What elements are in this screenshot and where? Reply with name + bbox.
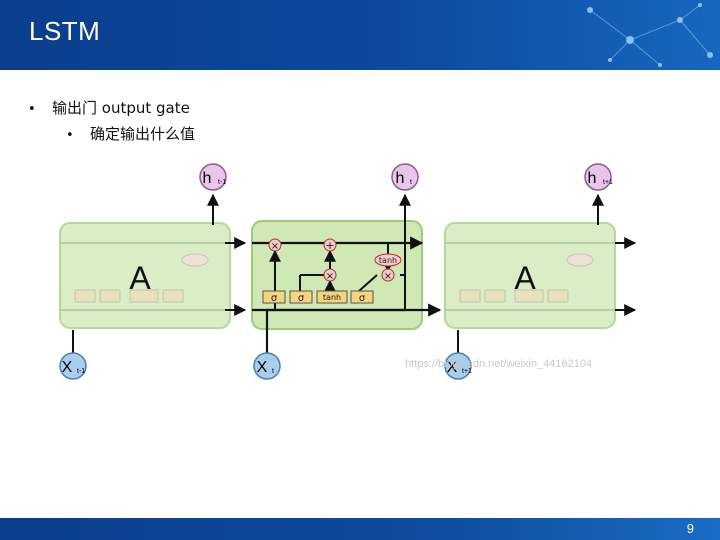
bullet-text-2: 确定输出什么值 [90, 125, 196, 143]
output-node-h-t-minus-1: h t-1 [199, 163, 227, 191]
output-node-h-t-plus-1: h t+1 [584, 163, 613, 191]
lstm-diagram: A × + × × tanh σ σ tanh σ [59, 163, 637, 380]
svg-text:X: X [447, 359, 458, 376]
op-times-1: × [271, 241, 279, 252]
lstm-cell-right [444, 222, 616, 329]
tanh-op-label: tanh [379, 256, 397, 265]
svg-text:t-1: t-1 [218, 179, 226, 186]
input-node-x-t-minus-1: X t-1 [59, 352, 87, 380]
page-number: 9 [686, 521, 694, 536]
footer-bar: 9 [0, 518, 720, 540]
output-node-h-t: h t [391, 163, 419, 191]
lstm-cell-left [59, 222, 231, 329]
svg-text:h: h [588, 170, 597, 187]
svg-text:X: X [62, 359, 73, 376]
bullet-text-1: 输出门 output gate [52, 99, 190, 117]
sigma-gate-1: σ [271, 293, 278, 304]
input-node-x-t: X t [253, 352, 281, 380]
bullet-item-1: • 输出门 output gate [28, 97, 190, 118]
svg-text:t: t [272, 368, 274, 375]
header-bar: LSTM [0, 0, 720, 70]
op-times-3: × [384, 271, 392, 282]
sigma-gate-3: σ [359, 293, 366, 304]
tanh-gate: tanh [323, 293, 341, 302]
op-plus: + [325, 239, 334, 252]
svg-text:t: t [410, 179, 412, 186]
network-decoration [587, 3, 713, 67]
sigma-gate-2: σ [298, 293, 305, 304]
lstm-cell-middle [251, 193, 424, 365]
svg-text:t+1: t+1 [462, 368, 472, 375]
cell-label-right: A [514, 260, 536, 296]
watermark-url: https://blog.csdn.net/weixin_44162104 [405, 358, 593, 370]
bullet-item-2: • 确定输出什么值 [66, 123, 195, 144]
cell-label-left: A [129, 260, 151, 296]
svg-text:t-1: t-1 [77, 368, 85, 375]
svg-text:h: h [203, 170, 212, 187]
slide-title: LSTM [29, 16, 101, 46]
svg-text:X: X [257, 359, 268, 376]
svg-text:h: h [396, 170, 405, 187]
op-times-2: × [326, 271, 334, 282]
bullet-marker: • [28, 102, 36, 117]
svg-text:t+1: t+1 [603, 179, 613, 186]
input-node-x-t-plus-1: X t+1 [444, 352, 472, 380]
bullet-marker: • [66, 128, 74, 143]
